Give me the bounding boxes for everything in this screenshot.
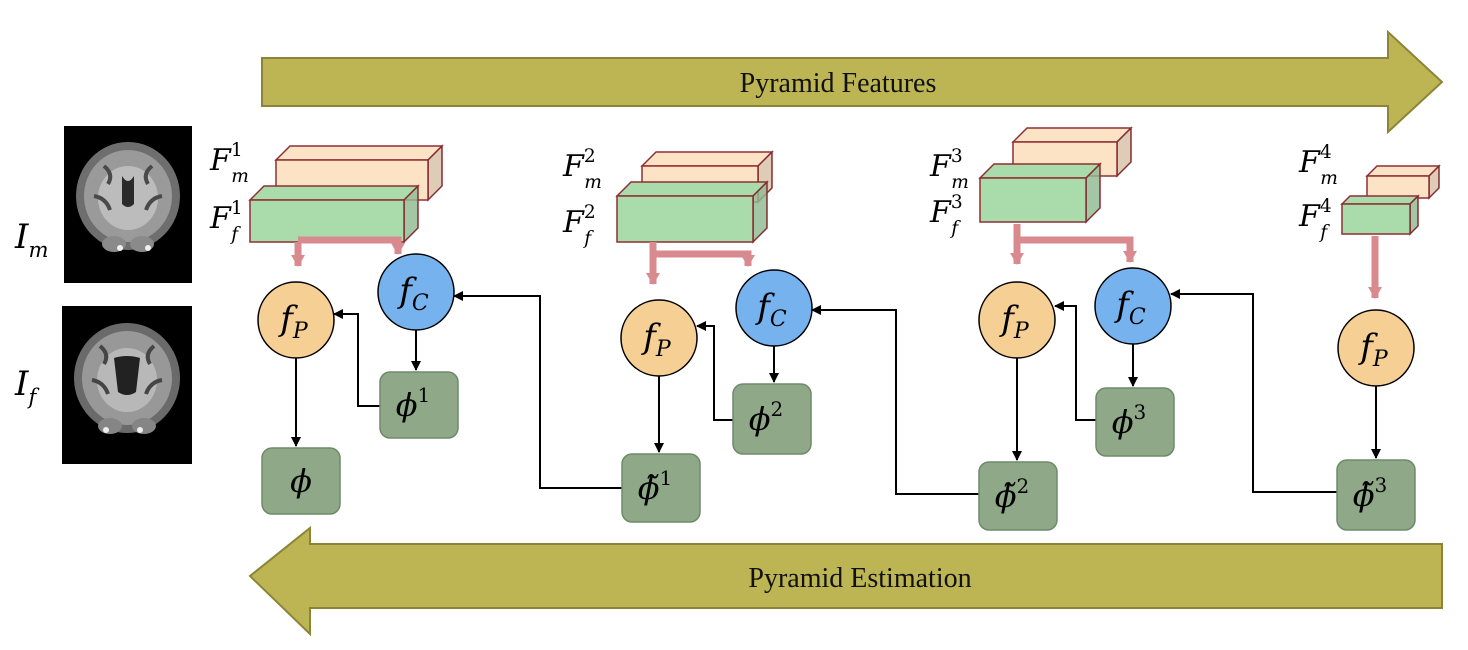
pyramid-features-label: Pyramid Features [740, 68, 937, 99]
feature-box-fixed-level-1 [248, 184, 420, 244]
svg-text:ϕ: ϕ [290, 462, 312, 500]
arrow-phi3-to-fp3 [1054, 301, 1096, 421]
feature-box-fixed-level-4 [1340, 194, 1420, 236]
pink-arrow-to-fc-3 [1017, 236, 1137, 263]
phi-final: ϕ [261, 447, 341, 515]
node-fc-level-2: fC [735, 269, 813, 347]
svg-text:fP: fP [277, 299, 309, 344]
nodes: fP fC fP fC fP fC fP ϕ1 ϕ2 ϕ3 ϕ ϕ̃1 ϕ̃2 ϕ̃3 [257, 253, 1416, 531]
brain-mri-moving-icon [76, 142, 180, 252]
pyramid-features-arrow: Pyramid Features [261, 29, 1444, 135]
node-fp-level-4: fP [1337, 309, 1415, 387]
phi-level-1: ϕ1 [379, 371, 459, 439]
feature-box-fixed-level-3 [978, 162, 1102, 224]
phi-tilde-level-2: ϕ̃2 [978, 461, 1058, 531]
connections [291, 224, 1382, 495]
label-I-f: If [14, 364, 39, 409]
phi-tilde-level-1: ϕ̃1 [621, 453, 701, 523]
feature-boxes [248, 126, 1441, 244]
arrow-phitilde3-to-fc3 [1170, 289, 1337, 493]
node-fp-level-1: fP [257, 281, 335, 359]
svg-text:ϕ1: ϕ1 [396, 383, 431, 424]
pyramid-estimation-label: Pyramid Estimation [748, 563, 971, 594]
pyramid-estimation-arrow: Pyramid Estimation [248, 525, 1443, 637]
label-I-m: Im [14, 217, 48, 262]
arrow-phi1-to-fp1 [333, 309, 380, 407]
pink-arrow-to-fc-2 [653, 250, 755, 267]
svg-text:ϕ3: ϕ3 [1112, 400, 1147, 441]
phi-level-3: ϕ3 [1095, 387, 1175, 457]
svg-text:ϕ̃1: ϕ̃1 [638, 466, 673, 507]
arrow-phitilde1-to-fc1 [453, 291, 622, 489]
fixed-image-thumbnail [62, 306, 192, 464]
svg-text:ϕ̃3: ϕ̃3 [1353, 473, 1388, 514]
node-fp-level-2: fP [620, 299, 698, 377]
phi-level-2: ϕ2 [732, 383, 812, 455]
svg-text:fC: fC [754, 287, 787, 332]
brain-mri-fixed-icon [74, 323, 180, 434]
arrow-phi2-to-fp2 [696, 321, 733, 421]
node-fc-level-1: fC [377, 253, 455, 331]
svg-text:ϕ̃2: ϕ̃2 [995, 474, 1030, 515]
arrow-phitilde2-to-fc2 [811, 305, 979, 495]
phi-tilde-level-3: ϕ̃3 [1336, 459, 1416, 531]
pink-arrow-to-fc-1 [298, 236, 405, 255]
feature-box-fixed-level-2 [615, 180, 769, 244]
node-fc-level-3: fC [1094, 267, 1172, 345]
feature-box-moving-level-4 [1365, 164, 1441, 200]
svg-text:ϕ2: ϕ2 [749, 397, 784, 438]
moving-image-thumbnail [64, 126, 192, 283]
node-fp-level-3: fP [978, 281, 1056, 359]
